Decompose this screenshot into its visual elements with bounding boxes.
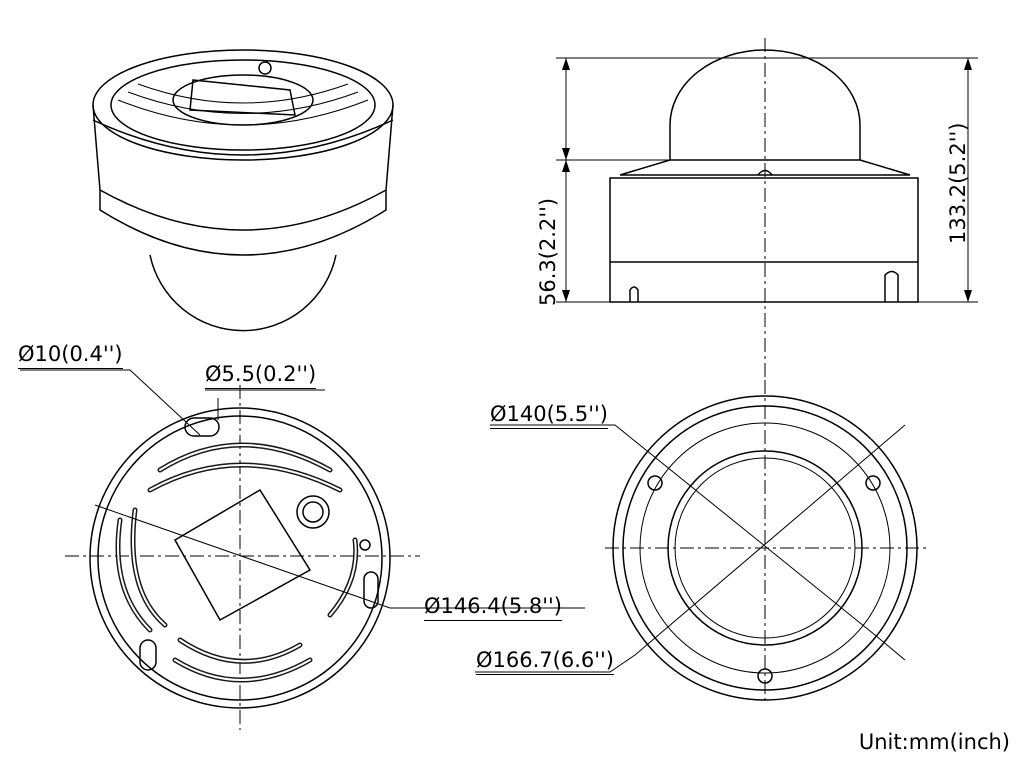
mount-base-diameter-label: Ø146.4(5.8'') [424,594,562,621]
mount-hole-small-label: Ø5.5(0.2'') [205,362,317,389]
base-height-label: 56.3(2.2'') [536,197,560,306]
side-view [556,38,978,380]
mount-hole-large-label: Ø10(0.4'') [18,342,123,369]
overall-diameter-label: Ø166.7(6.6'') [476,648,614,675]
screw-circle-diameter-label: Ø140(5.5'') [490,402,608,429]
dome-top-view [475,380,930,701]
overall-height-label: 133.2(5.2'') [946,122,970,244]
unit-label: Unit:mm(inch) [858,730,1010,754]
mount-base-view [20,369,585,730]
perspective-view [92,49,394,332]
